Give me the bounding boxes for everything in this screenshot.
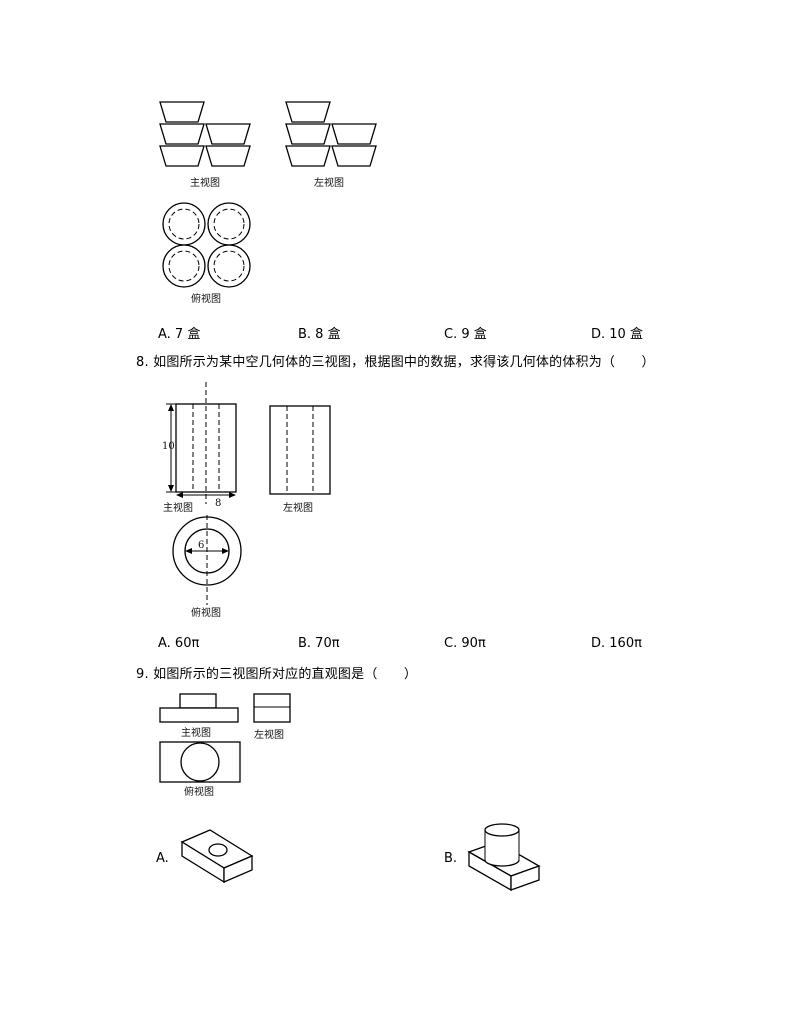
q7-top-view xyxy=(162,202,251,288)
q7-front-view xyxy=(159,101,251,167)
q8-dim-inner: 6 xyxy=(198,540,205,551)
q8-option-b[interactable]: B. 70π xyxy=(298,636,340,651)
q7-option-b[interactable]: B. 8 盒 xyxy=(298,327,341,342)
q8-option-c[interactable]: C. 90π xyxy=(444,636,486,651)
q9-option-a-label[interactable]: A. xyxy=(156,851,169,866)
q8-top-view-label: 俯视图 xyxy=(191,608,221,619)
q9-left-view-label: 左视图 xyxy=(254,730,284,741)
q8-left-view xyxy=(269,405,331,495)
q7-left-view xyxy=(285,101,377,167)
q8-question: 8. 如图所示为某中空几何体的三视图，根据图中的数据，求得该几何体的体积为（ ） xyxy=(136,355,655,370)
q9-question: 9. 如图所示的三视图所对应的直观图是（ ） xyxy=(136,667,418,682)
q9-option-b-label[interactable]: B. xyxy=(444,851,458,866)
q8-dim-height: 10 xyxy=(162,441,175,452)
q7-top-view-label: 俯视图 xyxy=(191,294,221,305)
q8-front-view-label: 主视图 xyxy=(163,503,193,514)
q7-left-view-label: 左视图 xyxy=(314,178,344,189)
q9-left-view xyxy=(253,693,291,723)
q8-option-a[interactable]: A. 60π xyxy=(158,636,200,651)
q8-top-view xyxy=(172,515,242,605)
q7-option-c[interactable]: C. 9 盒 xyxy=(444,327,487,342)
q9-option-b-figure[interactable] xyxy=(465,820,545,892)
q9-top-view xyxy=(159,741,241,783)
q9-front-view-label: 主视图 xyxy=(181,728,211,739)
q8-dim-width: 8 xyxy=(215,498,222,509)
q7-option-d[interactable]: D. 10 盒 xyxy=(591,327,643,342)
q8-left-view-label: 左视图 xyxy=(283,503,313,514)
q9-top-view-label: 俯视图 xyxy=(184,787,214,798)
q8-option-d[interactable]: D. 160π xyxy=(591,636,642,651)
q8-front-view xyxy=(166,382,237,504)
q9-option-a-figure[interactable] xyxy=(178,828,258,884)
q7-front-view-label: 主视图 xyxy=(190,178,220,189)
q9-front-view xyxy=(159,693,239,723)
q7-option-a[interactable]: A. 7 盒 xyxy=(158,327,201,342)
